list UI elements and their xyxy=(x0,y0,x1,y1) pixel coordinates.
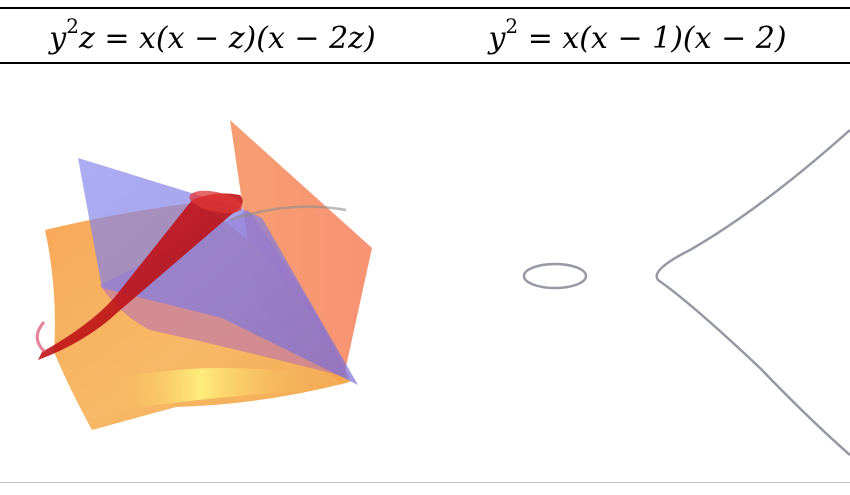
table-bottom-rule xyxy=(0,482,850,483)
equation-projective-base: y xyxy=(49,21,67,56)
equation-projective-exponent: 2 xyxy=(66,14,79,38)
table-top-rule xyxy=(0,7,850,9)
curve-oval-component xyxy=(522,262,588,290)
surface-sheet-right xyxy=(230,120,372,385)
surface-ridge xyxy=(229,205,347,222)
curve-unbounded-branch xyxy=(655,129,850,456)
surface-cone-opening xyxy=(189,190,243,214)
table-header-rule xyxy=(0,62,850,64)
surface-highlight xyxy=(102,367,320,412)
equation-affine-exponent: 2 xyxy=(505,14,519,38)
equation-affine: y2 = x(x − 1)(x − 2) xyxy=(425,14,850,59)
equation-projective: y2z = x(x − z)(x − 2z) xyxy=(0,14,425,59)
equation-affine-base: y xyxy=(488,21,506,56)
equation-affine-rest: = x(x − 1)(x − 2) xyxy=(518,21,787,56)
surface-cone-red xyxy=(38,193,243,360)
affine-curve-figure xyxy=(522,129,850,456)
surface-arc xyxy=(35,321,47,354)
equation-projective-rest: z = x(x − z)(x − 2z) xyxy=(78,21,376,56)
surface-plane-blue xyxy=(78,158,358,385)
projective-surface-figure xyxy=(35,120,372,430)
